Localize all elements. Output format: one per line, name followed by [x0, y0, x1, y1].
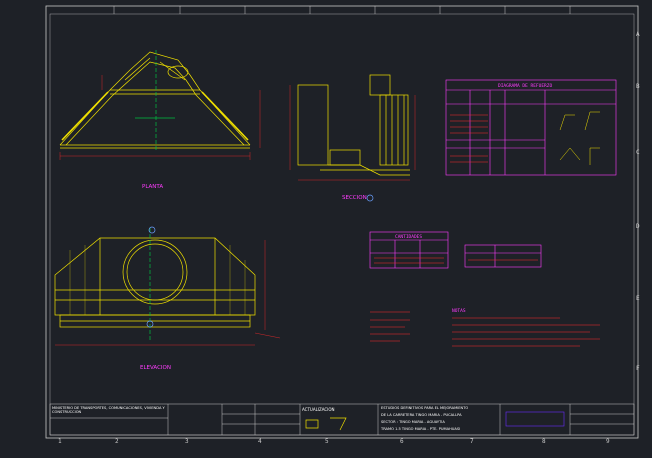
column-number-7: 7: [470, 438, 474, 445]
reinforcement-table-title: DIAGRAMA DE REFUERZO: [498, 83, 552, 89]
title-block: [49, 403, 635, 436]
quantities-table-title: CANTIDADES: [395, 234, 422, 240]
column-number-6: 6: [400, 438, 404, 445]
title-block-study-line2: DE LA CARRETERA TINGO MARIA - PUCALLPA: [381, 413, 462, 417]
plan-view[interactable]: [59, 50, 261, 160]
row-letter-f: F: [636, 365, 640, 372]
quantities-table: [369, 231, 542, 269]
title-block-study-line1: ESTUDIOS DEFINITIVOS PARA EL MEJORAMIENT…: [381, 406, 469, 410]
row-letter-d: D: [636, 223, 640, 230]
row-letter-c: C: [636, 149, 640, 156]
column-number-8: 8: [542, 438, 546, 445]
notes-heading: NOTAS: [452, 308, 466, 314]
title-block-agency: MINISTERIO DE TRANSPORTES, COMUNICACIONE…: [52, 406, 165, 414]
column-number-5: 5: [325, 438, 329, 445]
row-letter-b: B: [636, 83, 640, 90]
column-number-4: 4: [258, 438, 262, 445]
column-number-1: 1: [58, 438, 62, 445]
plan-view-label: PLANTA: [142, 184, 164, 190]
row-letter-a: A: [636, 31, 640, 38]
row-letter-e: E: [636, 295, 640, 302]
elevation-view[interactable]: [54, 226, 281, 346]
notes-block: NOTAS: [370, 308, 600, 347]
top-ticks: [113, 6, 571, 14]
title-block-tramo: TRAMO 1.5 TINGO MARIA - PTE. PUMAHUASI: [381, 427, 461, 431]
title-block-logos: [305, 417, 347, 431]
revision-stamp: [505, 411, 565, 427]
column-number-strip: 1 2 3 4 5 6 7 8 9: [58, 438, 610, 445]
column-number-9: 9: [606, 438, 610, 445]
column-number-2: 2: [115, 438, 119, 445]
title-block-section-name: ACTUALIZACION: [302, 407, 335, 412]
sheet-border: [45, 5, 639, 439]
title-block-sector: SECTOR : TINGO MARIA - AGUAYTIA: [381, 420, 445, 424]
section-view-label: SECCION: [342, 195, 367, 201]
sheet-inner-border: [49, 13, 635, 436]
column-number-3: 3: [185, 438, 189, 445]
section-view[interactable]: [289, 74, 416, 202]
elevation-view-label: ELEVACION: [140, 365, 171, 371]
row-letter-strip: A B C D E F: [636, 31, 640, 372]
reinforcement-table: [445, 79, 617, 176]
